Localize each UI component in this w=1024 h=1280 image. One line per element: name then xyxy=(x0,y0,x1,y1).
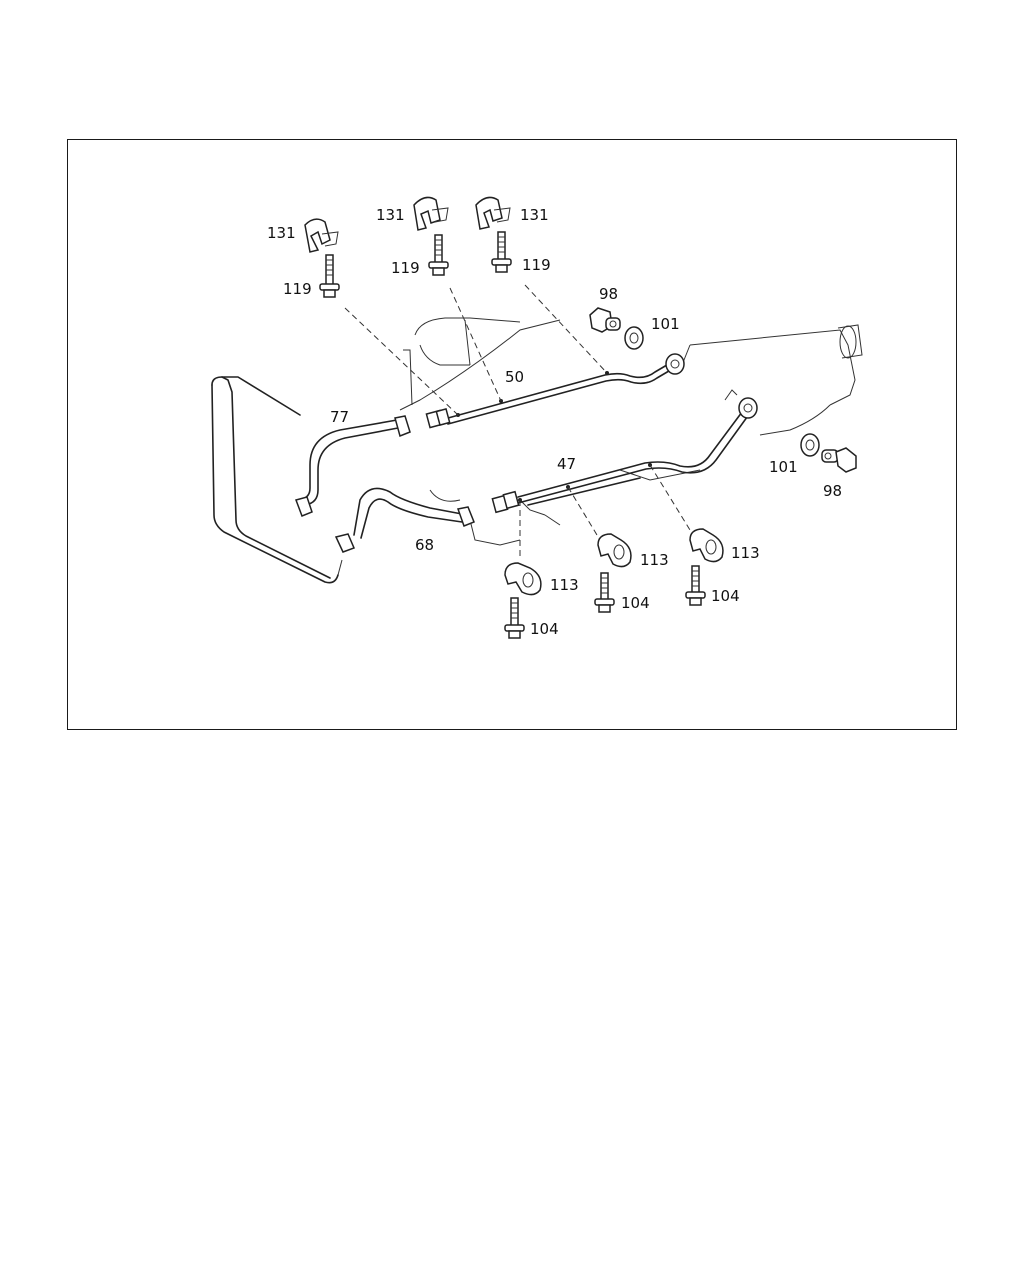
callout-104-c: 104 xyxy=(711,587,740,605)
callout-101-bottom: 101 xyxy=(769,458,798,476)
bolt-104-b xyxy=(594,572,615,613)
callout-119-right: 119 xyxy=(522,256,551,274)
washer-101-bottom xyxy=(800,433,820,457)
callout-104-b: 104 xyxy=(621,594,650,612)
clamp-113-b xyxy=(597,533,632,568)
clip-131-left xyxy=(304,218,339,253)
cooler-line-68 xyxy=(334,487,475,553)
callout-131-right: 131 xyxy=(520,206,549,224)
bolt-104-c xyxy=(685,565,706,606)
callout-98-top: 98 xyxy=(599,285,618,303)
clamp-113-a xyxy=(504,562,542,596)
callout-68: 68 xyxy=(415,536,434,554)
clamp-113-c xyxy=(689,528,724,563)
transmission-housing xyxy=(399,317,863,546)
callout-113-c: 113 xyxy=(731,544,760,562)
bolt-119-left xyxy=(319,254,340,298)
bolt-119-right xyxy=(491,231,512,273)
callout-104-a: 104 xyxy=(530,620,559,638)
bolt-119-mid xyxy=(428,234,449,276)
callout-98-bottom: 98 xyxy=(823,482,842,500)
cooler-line-77 xyxy=(295,415,411,517)
callout-50: 50 xyxy=(505,368,524,386)
oil-cooler xyxy=(211,376,343,584)
callout-77: 77 xyxy=(330,408,349,426)
callout-101-top: 101 xyxy=(651,315,680,333)
oil-pipe-50 xyxy=(425,353,685,429)
washer-101-top xyxy=(624,326,644,350)
banjo-bolt-98-top xyxy=(589,307,621,333)
callout-113-a: 113 xyxy=(550,576,579,594)
callout-113-b: 113 xyxy=(640,551,669,569)
leader-lines xyxy=(344,284,691,560)
callout-119-mid: 119 xyxy=(391,259,420,277)
oil-pipe-47 xyxy=(491,389,758,514)
callout-labels: 131 131 131 119 119 119 98 101 50 77 47 … xyxy=(267,206,842,638)
bolt-104-a xyxy=(504,597,525,639)
callout-131-mid: 131 xyxy=(376,206,405,224)
banjo-bolt-98-bottom xyxy=(821,447,857,473)
callout-47: 47 xyxy=(557,455,576,473)
callout-119-left: 119 xyxy=(283,280,312,298)
clip-131-mid xyxy=(413,196,449,231)
callout-131-left: 131 xyxy=(267,224,296,242)
clip-131-right xyxy=(475,196,511,230)
